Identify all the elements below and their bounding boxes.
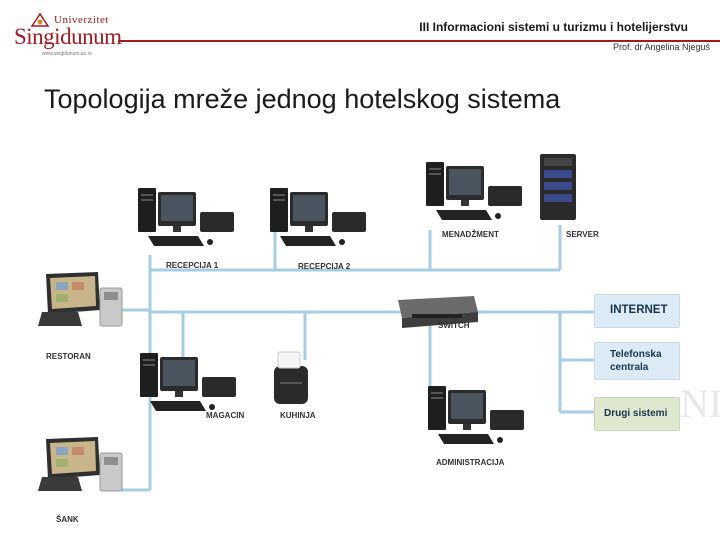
recepcija1-pc (138, 188, 234, 246)
switch-icon (398, 296, 478, 328)
menadzment-pc (426, 162, 522, 220)
course-title: III Informacioni sistemi u turizmu i hot… (419, 20, 688, 34)
label-magacin: MAGACIN (206, 411, 245, 420)
label-server: SERVER (566, 230, 599, 239)
logo-university-text: Univerzitet (54, 14, 109, 26)
label-menadzment: MENADŽMENT (442, 230, 499, 239)
internet-box: INTERNET (594, 294, 680, 328)
crest-icon (30, 12, 50, 27)
label-sank: ŠANK (56, 515, 79, 524)
sank-pos (37, 436, 123, 492)
university-logo: Univerzitet Singidunum www.singidunum.ac… (8, 12, 122, 57)
background-watermark-text: NI (680, 381, 720, 426)
author: Prof. dr Angelina Njeguš (612, 42, 710, 52)
label-recepcija2: RECEPCIJA 2 (298, 262, 351, 271)
recepcija2-pc (270, 188, 366, 246)
label-recepcija1: RECEPCIJA 1 (166, 261, 219, 270)
header-divider (118, 40, 720, 42)
logo-name: Singidunum (14, 24, 122, 49)
magacin-pc (140, 353, 236, 411)
telefonska-centrala-box: Telefonska centrala (594, 342, 680, 380)
administracija-pc (428, 386, 524, 444)
label-administracija: ADMINISTRACIJA (436, 458, 505, 467)
page-title: Topologija mreže jednog hotelskog sistem… (44, 84, 561, 114)
label-switch: SWITCH (438, 321, 470, 330)
label-restoran: RESTORAN (46, 352, 91, 361)
logo-web: www.singidunum.ac.rs (42, 51, 92, 57)
server-icon (540, 154, 576, 220)
kuhinja-printer-icon (274, 351, 308, 404)
restoran-pos (37, 271, 123, 327)
drugi-sistemi-box: Drugi sistemi (594, 397, 680, 431)
label-kuhinja: KUHINJA (280, 411, 316, 420)
